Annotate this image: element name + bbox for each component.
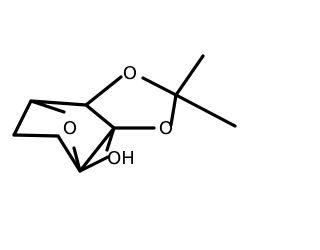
bond-c3-oh bbox=[105, 126, 116, 152]
atom-label-o-top: O bbox=[123, 63, 137, 84]
bond-c7-c1 bbox=[29, 99, 88, 107]
bond-c6-c5 bbox=[12, 133, 60, 138]
bond-cq-o-bottom bbox=[169, 93, 178, 127]
bond-o-top-cq bbox=[141, 76, 178, 97]
bond-group bbox=[12, 54, 237, 173]
bond-oh-link bbox=[78, 155, 110, 173]
molecule-structure: O O O OH bbox=[12, 54, 237, 173]
bond-c5-c4 bbox=[56, 134, 82, 173]
bond-c7-c6 bbox=[12, 99, 33, 137]
bond-c2-o-top bbox=[84, 75, 123, 107]
bond-c3-c2 bbox=[84, 103, 116, 130]
bond-cq-me2 bbox=[174, 93, 237, 128]
bond-c4-c3 bbox=[78, 126, 116, 173]
bond-o-bridge-c4 bbox=[72, 146, 82, 173]
atom-label-hydroxyl: OH bbox=[107, 148, 135, 169]
bond-c7-o-bridge bbox=[29, 99, 66, 114]
atom-label-o-bottom: O bbox=[159, 118, 173, 139]
atom-label-o-bridge: O bbox=[63, 118, 77, 139]
bond-cq-me1 bbox=[174, 54, 205, 97]
